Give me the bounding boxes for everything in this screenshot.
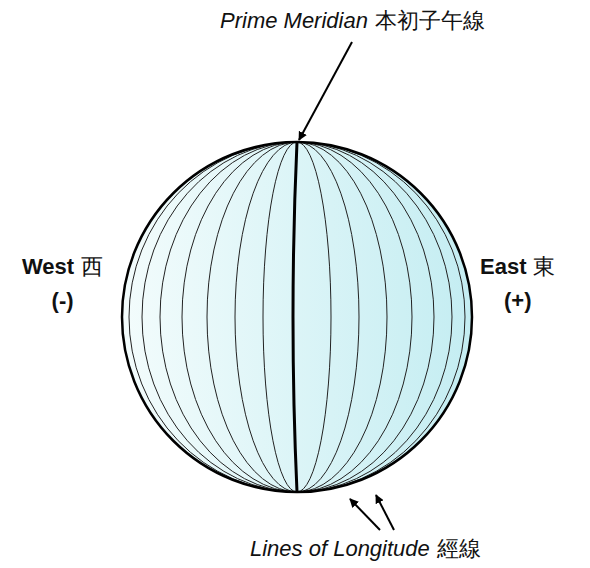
direction-label: 東 [533, 254, 555, 280]
globe-fill [122, 142, 472, 492]
meridian-line [297, 142, 359, 492]
title-label: Prime Meridian [220, 8, 368, 34]
leader-arrow [350, 499, 380, 530]
meridian-line [160, 142, 297, 492]
title-label: 本初子午線 [375, 8, 485, 34]
meridian-line [297, 142, 452, 492]
sign-label: (-) [52, 288, 74, 314]
sign-label: (+) [504, 288, 532, 314]
meridian-line [207, 142, 297, 492]
direction-label: 西 [81, 254, 103, 280]
leader-arrow [376, 495, 394, 530]
meridian-line [297, 142, 387, 492]
direction-label: West [22, 254, 74, 280]
meridian-line [297, 142, 465, 492]
meridian-line [235, 142, 297, 492]
meridian-line [297, 142, 434, 492]
meridian-line [263, 142, 297, 492]
meridian-line [142, 142, 297, 492]
meridian-lines [129, 142, 465, 492]
meridian-line [297, 142, 331, 492]
prime-meridian-line [293, 142, 297, 492]
leader-arrow [299, 42, 352, 140]
caption-label: 經線 [437, 536, 481, 562]
direction-label: East [480, 254, 526, 280]
meridian-line [129, 142, 297, 492]
globe-outline [122, 142, 472, 492]
caption-label: Lines of Longitude [250, 536, 430, 562]
